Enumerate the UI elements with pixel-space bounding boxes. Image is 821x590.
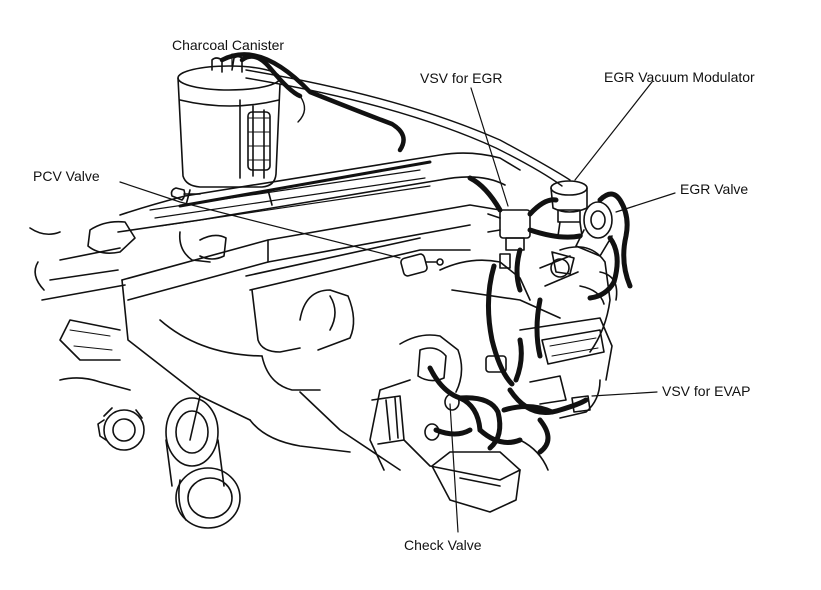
label-pcv-valve: PCV Valve (33, 168, 100, 184)
label-vsv-evap: VSV for EVAP (662, 383, 751, 399)
label-vsv-egr: VSV for EGR (420, 70, 503, 86)
egr-vacuum-hoses (467, 175, 633, 387)
engine-block (59, 204, 501, 471)
left-pulleys (97, 397, 241, 529)
intake-plenum (29, 152, 521, 301)
lower-vacuum-hoses (427, 297, 589, 455)
label-egr-vacuum-modulator: EGR Vacuum Modulator (604, 69, 755, 85)
label-check-valve: Check Valve (404, 537, 482, 553)
canister-hose-outline (245, 69, 571, 187)
right-assemblies (369, 246, 618, 513)
leader-lines (119, 53, 676, 533)
label-charcoal-canister: Charcoal Canister (172, 37, 285, 53)
small-fittings (400, 253, 591, 441)
pcv-valve-drawing (170, 187, 201, 201)
egr-cluster-drawing (487, 180, 613, 278)
label-egr-valve: EGR Valve (680, 181, 749, 197)
canister-hoses (219, 52, 406, 153)
